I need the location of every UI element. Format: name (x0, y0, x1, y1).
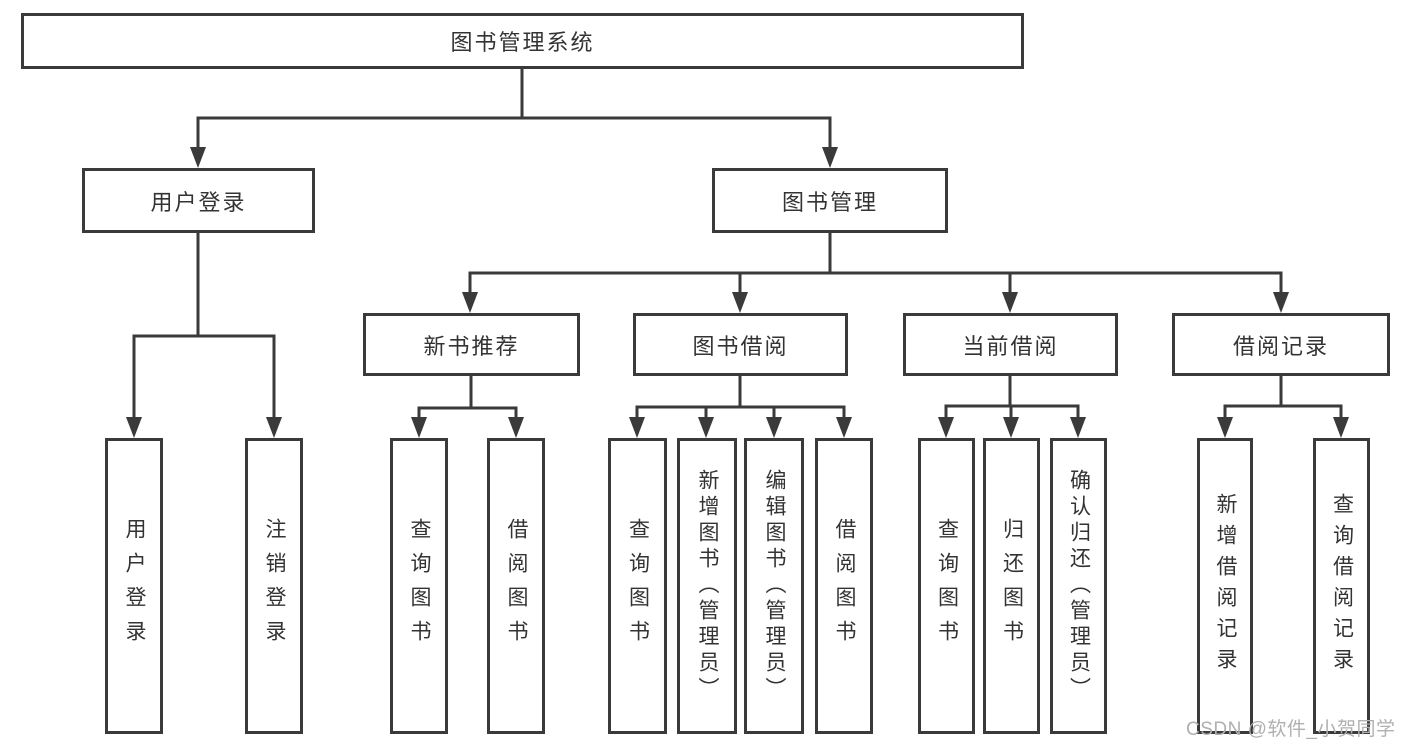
leaf-edit-books-admin: 编辑图书（管理员） (744, 438, 804, 734)
arrowhead (629, 417, 645, 438)
node-label: 借阅图书 (505, 518, 528, 654)
leaf-confirm-return-admin: 确认归还（管理员） (1050, 438, 1107, 734)
arrowhead (411, 417, 427, 438)
node-label: 归还图书 (1000, 518, 1024, 654)
node-current-borrowing: 当前借阅 (903, 313, 1118, 376)
leaf-query-books-2: 查询图书 (608, 438, 667, 734)
node-user-login-branch: 用户登录 (82, 168, 315, 233)
node-label: 图书管理系统 (450, 30, 595, 55)
arrowhead (462, 292, 478, 313)
node-label: 新书推荐 (423, 333, 520, 359)
connector-book-mgmt-to-level3 (468, 231, 1283, 297)
node-label: 新增借阅记录 (1214, 493, 1237, 679)
node-label: 查询借阅记录 (1330, 493, 1354, 679)
leaf-query-borrow-record: 查询借阅记录 (1313, 438, 1370, 734)
connector-new-books-to-leaves (417, 374, 518, 422)
node-new-book-recommend: 新书推荐 (363, 313, 580, 376)
arrowhead (698, 417, 714, 438)
connector-borrowing-to-leaves (635, 374, 846, 422)
node-label: 用户登录 (123, 518, 146, 654)
arrowhead (822, 147, 838, 168)
arrowhead (1333, 417, 1349, 438)
node-label: 编辑图书（管理员） (763, 469, 786, 703)
connector-user-login-to-leaves (132, 231, 276, 422)
arrowhead (1070, 417, 1086, 438)
leaf-add-books-admin: 新增图书（管理员） (677, 438, 737, 734)
arrowhead (836, 417, 852, 438)
arrowhead (190, 147, 206, 168)
arrowhead (266, 417, 282, 438)
node-label: 查询图书 (626, 518, 650, 654)
connector-current-to-leaves (944, 374, 1080, 422)
arrowhead (1002, 292, 1018, 313)
leaf-add-borrow-record: 新增借阅记录 (1197, 438, 1253, 734)
arrowheads (126, 147, 1349, 438)
leaf-query-books-1: 查询图书 (390, 438, 448, 734)
leaf-query-books-3: 查询图书 (918, 438, 975, 734)
node-label: 查询图书 (935, 518, 959, 654)
arrowhead (938, 417, 954, 438)
leaf-logout: 注销登录 (245, 438, 303, 734)
arrowhead (1217, 417, 1233, 438)
arrowhead (126, 417, 142, 438)
node-label: 新增图书（管理员） (696, 469, 719, 703)
node-label: 借阅图书 (833, 518, 856, 654)
node-book-management-branch: 图书管理 (712, 168, 948, 233)
arrowhead (766, 417, 782, 438)
arrowhead (732, 292, 748, 313)
arrowhead (1003, 417, 1019, 438)
node-label: 注销登录 (263, 518, 286, 654)
leaf-return-books: 归还图书 (983, 438, 1040, 734)
connector-records-to-leaves (1223, 374, 1343, 422)
leaf-borrow-books-1: 借阅图书 (487, 438, 545, 734)
csdn-watermark: CSDN @软件_小贺同学 (1186, 719, 1396, 740)
leaf-user-login: 用户登录 (105, 438, 163, 734)
node-label: 图书管理 (781, 189, 878, 215)
node-book-borrowing: 图书借阅 (633, 313, 848, 376)
node-root-system: 图书管理系统 (21, 13, 1024, 69)
leaf-borrow-books-2: 借阅图书 (815, 438, 873, 734)
node-label: 借阅记录 (1232, 333, 1329, 359)
arrowhead (1273, 292, 1289, 313)
node-label: 图书借阅 (692, 333, 789, 359)
node-label: 当前借阅 (962, 333, 1059, 359)
node-label: 查询图书 (408, 518, 431, 654)
node-label: 用户登录 (150, 189, 247, 215)
node-borrowing-records: 借阅记录 (1172, 313, 1390, 376)
connector-root-to-level2 (196, 67, 832, 152)
node-label: 确认归还（管理员） (1067, 469, 1091, 703)
arrowhead (508, 417, 524, 438)
